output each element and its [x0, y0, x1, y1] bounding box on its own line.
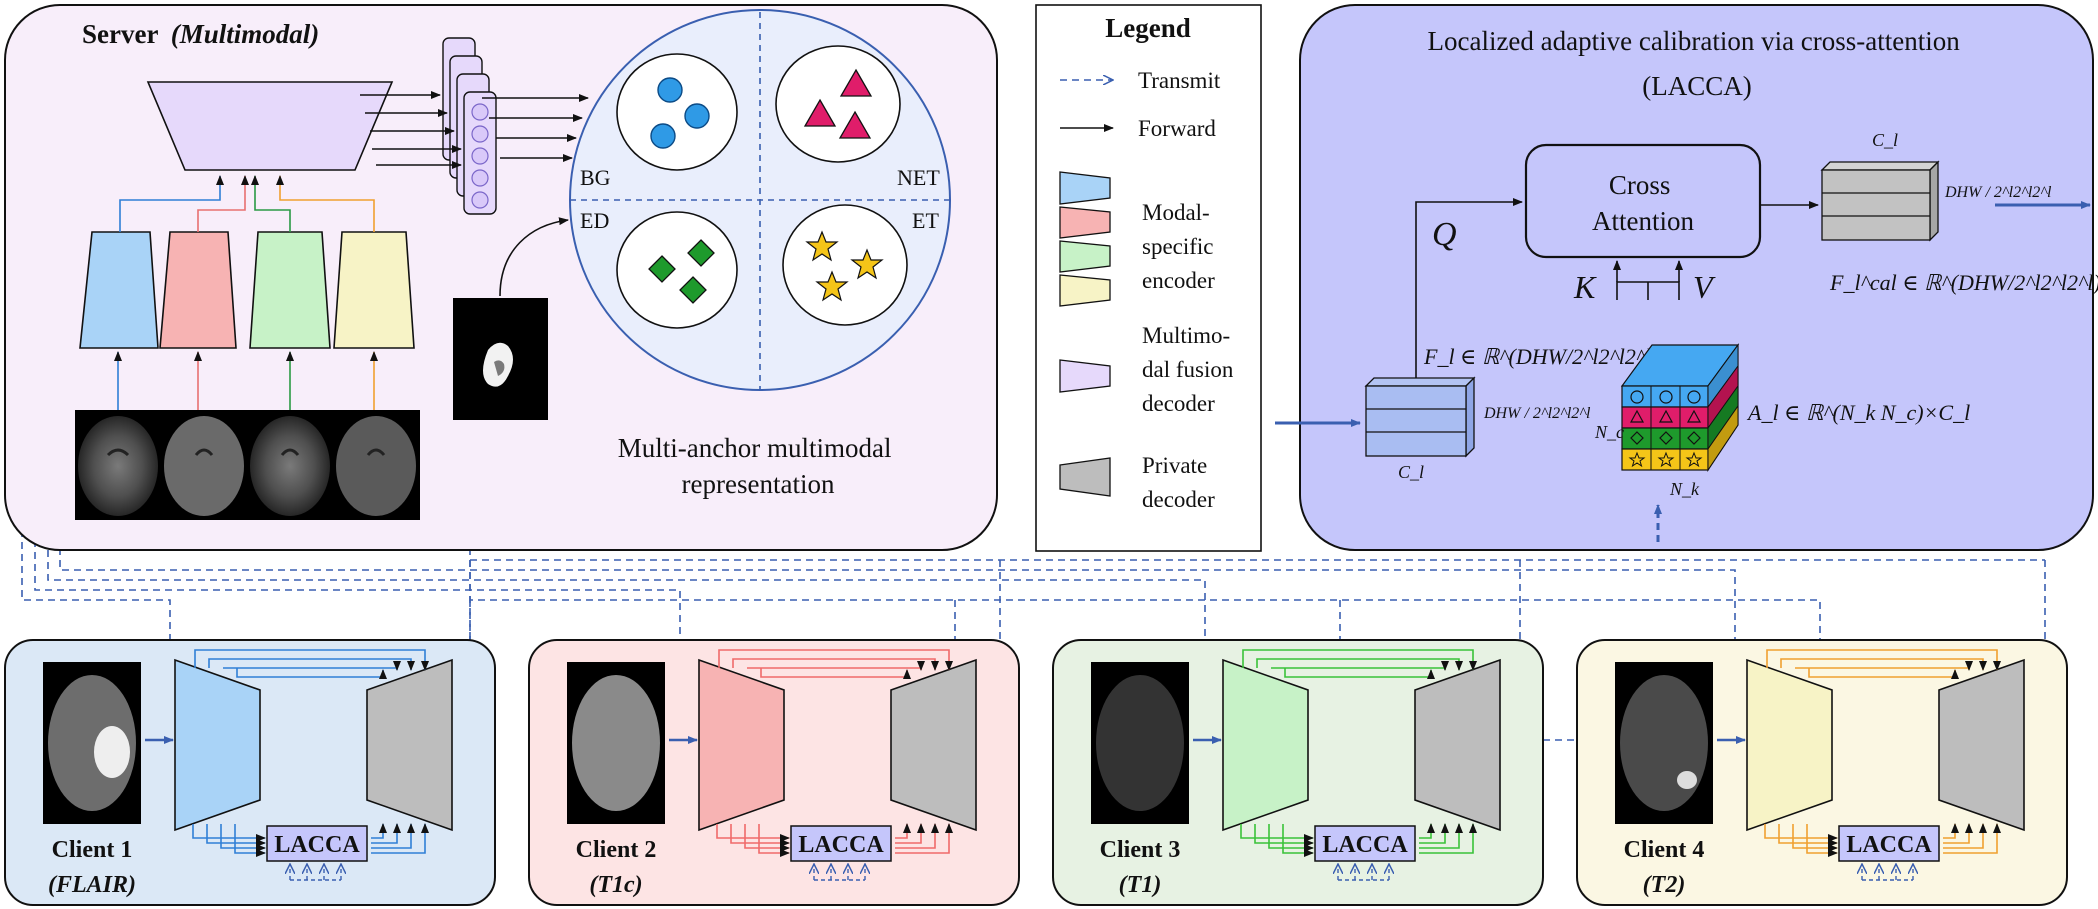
encoder-t1-icon [249, 231, 331, 349]
cl-label-output: C_l [1872, 130, 1898, 150]
client-lacca-module [1314, 825, 1416, 862]
multi-anchor-representation [569, 9, 951, 391]
cl-label-input: C_l [1398, 462, 1424, 482]
encoder-trapezoid-icon [1746, 658, 1833, 832]
private-decoder-icon [1059, 457, 1111, 497]
nc-label: N_c [1594, 422, 1624, 442]
encoder-t2-icon [333, 231, 415, 349]
fusion-output-arrows [360, 91, 589, 169]
client-name: Client 1 [52, 837, 133, 863]
a-l-label: A_l ∈ ℝ^(N_k N_c)×C_l [1746, 400, 1970, 425]
nk-label: N_k [1669, 479, 1700, 499]
server-encoders [79, 231, 415, 349]
brain-mri-icon [78, 416, 158, 516]
client-modality: (T1c) [589, 872, 642, 898]
server-panel: Server (Multimodal) [4, 4, 998, 551]
encoder-t1c-icon [159, 231, 237, 349]
f-out-label: F_l^cal ∈ ℝ^(DHW/2^l2^l2^l)×C_l [1829, 270, 2098, 295]
client-lacca-label: LACCA [798, 832, 884, 858]
client-modality: (T1) [1119, 872, 1162, 898]
server-title: Server (Multimodal) [82, 19, 319, 49]
v-label: V [1693, 269, 1716, 305]
dhw-label-input: DHW / 2^l2^l2^l [1483, 405, 1591, 422]
decoder-trapezoid-icon [1414, 658, 1501, 832]
decoder-trapezoid-icon [1938, 658, 2025, 832]
legend-private: Private decoder [1142, 453, 1215, 512]
brain-mri-icon [572, 675, 660, 811]
region-label-et: ET [912, 208, 939, 233]
client-lacca-module [790, 825, 892, 862]
client-lacca-label: LACCA [1322, 832, 1408, 858]
decoder-trapezoid-icon [890, 658, 977, 832]
legend: Legend Transmit Forward Modal- specific … [1035, 4, 1262, 552]
client-name: Client 2 [576, 837, 657, 863]
mri-to-encoder-links [114, 351, 378, 410]
brain-mri-icon [1096, 675, 1184, 811]
client-panel: LACCA Client 2 (T1c) [528, 639, 1020, 906]
legend-encoder: Modal- specific encoder [1142, 200, 1219, 293]
server-mri-strip [75, 410, 420, 520]
region-label-bg: BG [580, 165, 611, 190]
brain-mri-icon [250, 416, 330, 516]
encoder-flair-icon [79, 231, 159, 349]
q-label: Q [1432, 216, 1457, 253]
client-lacca-label: LACCA [1846, 832, 1932, 858]
anchor-cube-icon [1620, 343, 1740, 472]
client-name: Client 3 [1100, 837, 1181, 863]
encoder-to-fusion-links [119, 175, 375, 232]
encoder-trapezoid-icon [1222, 658, 1309, 832]
region-label-net: NET [897, 165, 940, 190]
cross-attention-block [1524, 143, 1762, 259]
client-panel: LACCA Client 1 (FLAIR) [4, 639, 496, 906]
brain-mri-icon [1620, 675, 1708, 811]
client-lacca-label: LACCA [274, 832, 360, 858]
fusion-decoder-icon [1059, 359, 1111, 393]
brain-mri-icon [164, 416, 244, 516]
k-label: K [1573, 269, 1597, 305]
fusion-decoder [146, 81, 394, 171]
client-name: Client 4 [1624, 837, 1705, 863]
input-feature-block [1364, 376, 1476, 458]
legend-forward: Forward [1138, 116, 1216, 141]
legend-transmit: Transmit [1138, 68, 1221, 93]
dhw-label-output: DHW / 2^l2^l2^l [1944, 184, 2052, 201]
region-label-ed: ED [580, 208, 609, 233]
client-modality: (T2) [1643, 872, 1686, 898]
client-panel: LACCA Client 4 (T2) [1576, 639, 2068, 906]
encoder-trapezoid-icon [698, 658, 785, 832]
decoder-trapezoid-icon [366, 658, 453, 832]
client-lacca-module [1838, 825, 1940, 862]
client-modality: (FLAIR) [48, 872, 136, 898]
lacca-title: Localized adaptive calibration via cross… [1427, 26, 1966, 101]
lacca-panel: Localized adaptive calibration via cross… [1275, 4, 2098, 551]
legend-title: Legend [1105, 13, 1191, 43]
cross-attention-label: Cross Attention [1592, 170, 1694, 236]
representation-caption: Multi-anchor multimodal representation [618, 433, 898, 499]
legend-fusion: Multimo- dal fusion decoder [1142, 323, 1239, 416]
brain-mri-icon [336, 416, 416, 516]
client-lacca-module [266, 825, 368, 862]
tumor-mask-icon [453, 298, 548, 420]
calibrated-feature-block [1820, 160, 1940, 242]
client-panel: LACCA Client 3 (T1) [1052, 639, 1544, 906]
encoder-trapezoid-icon [174, 658, 261, 832]
